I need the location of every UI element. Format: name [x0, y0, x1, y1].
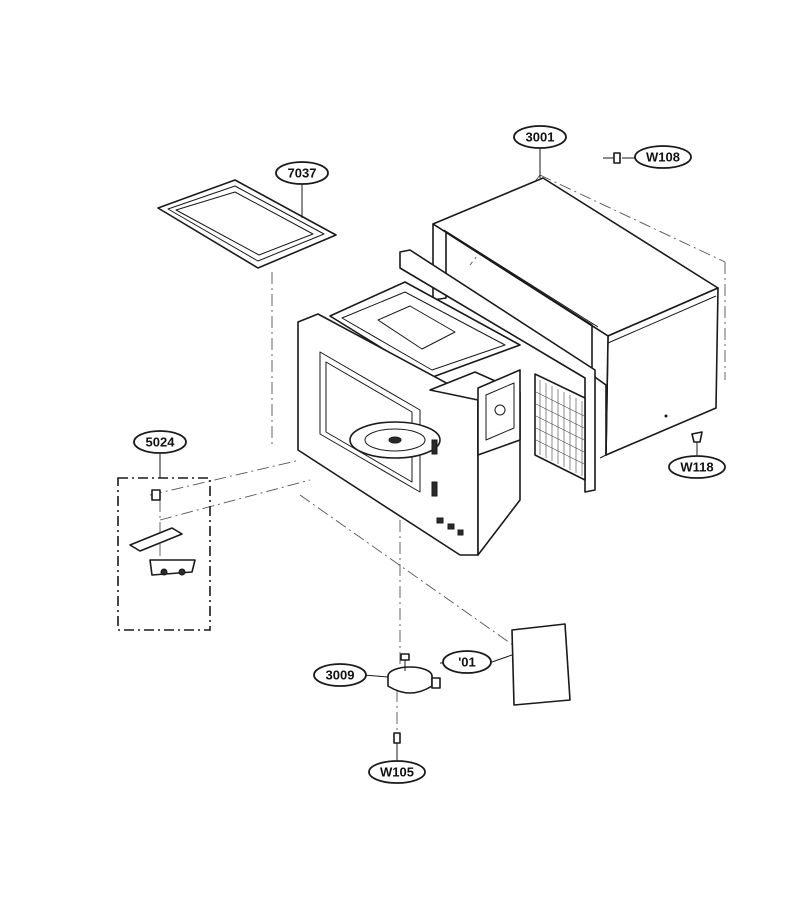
latch-assembly-5024[interactable] [117, 477, 211, 631]
screw-w108[interactable] [603, 152, 621, 164]
callout-text-7037: 7037 [288, 166, 317, 181]
callout-text-3001: 3001 [526, 130, 555, 145]
callout-text-w118: W118 [680, 460, 713, 475]
leader-lines [159, 148, 698, 761]
callout-w118: W118 [668, 455, 726, 479]
manual-booklet-01[interactable] [511, 623, 571, 706]
screw-w105[interactable] [393, 732, 401, 750]
callout-text-3009: 3009 [326, 668, 355, 683]
callout-3001: 3001 [513, 125, 567, 149]
shelf-tray-7037[interactable] [157, 179, 337, 269]
callout-w108: W108 [634, 145, 692, 169]
callout-01: '01 [442, 650, 492, 674]
callout-text-w108: W108 [646, 150, 680, 165]
callout-text-01: '01 [458, 655, 476, 670]
callout-7037: 7037 [275, 161, 329, 185]
outer-case-3001[interactable] [432, 177, 719, 459]
callout-text-5024: 5024 [146, 435, 176, 450]
callout-text-w105: W105 [380, 765, 414, 780]
cavity-chassis[interactable] [297, 249, 596, 556]
callout-w105: W105 [368, 760, 426, 784]
turntable-motor-3009[interactable] [387, 653, 441, 694]
ventilation-grille [535, 380, 585, 476]
screw-w118[interactable] [691, 431, 703, 443]
callout-3009: 3009 [313, 663, 367, 687]
callout-5024: 5024 [133, 430, 187, 454]
